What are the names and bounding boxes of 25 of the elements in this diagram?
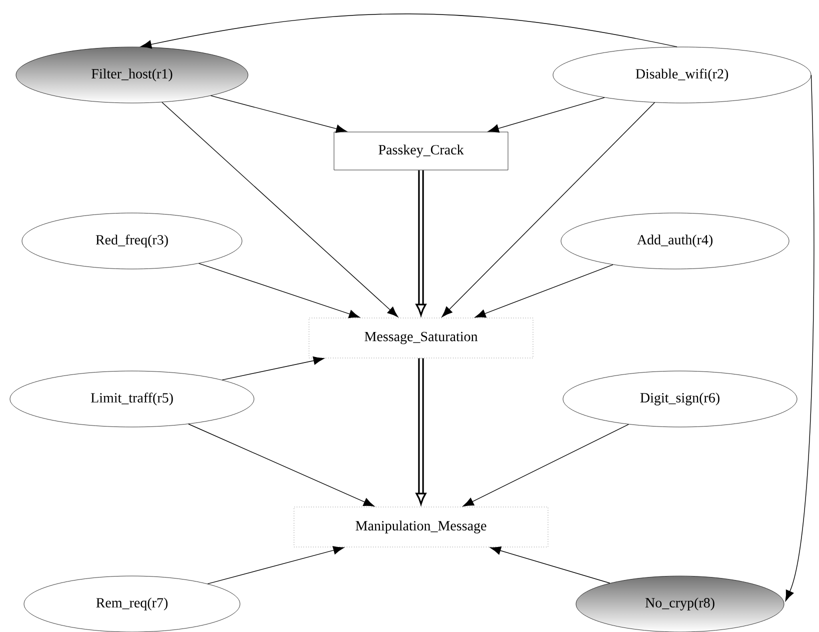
arrow	[162, 102, 398, 318]
arrow	[416, 358, 426, 505]
arrow	[490, 546, 610, 584]
ellipse-node: Limit_traff(r5)	[10, 370, 254, 428]
arrow	[462, 424, 630, 507]
arrow	[207, 546, 344, 584]
arrow	[188, 424, 374, 507]
arrow	[474, 264, 614, 318]
arrow	[488, 97, 605, 133]
ellipse-node: Disable_wifi(r2)	[552, 46, 812, 104]
arrow	[222, 356, 324, 380]
arrow	[198, 263, 360, 318]
process-box: Passkey_Crack	[334, 132, 508, 170]
ellipse-node: No_cryp(r8)	[576, 576, 784, 632]
ellipse-node: Filter_host(r1)	[16, 46, 248, 104]
arrow	[442, 102, 655, 318]
arrow	[210, 95, 347, 133]
ellipse-node: Red_freq(r3)	[22, 212, 242, 270]
ellipse-node: Add_auth(r4)	[560, 212, 790, 270]
dotted-box: Manipulation_Message	[294, 506, 548, 548]
dotted-box: Message_Saturation	[308, 318, 534, 358]
arrow	[140, 14, 678, 49]
arrow	[416, 170, 426, 316]
ellipse-node: Digit_sign(r6)	[562, 370, 798, 428]
arrow	[785, 74, 814, 602]
